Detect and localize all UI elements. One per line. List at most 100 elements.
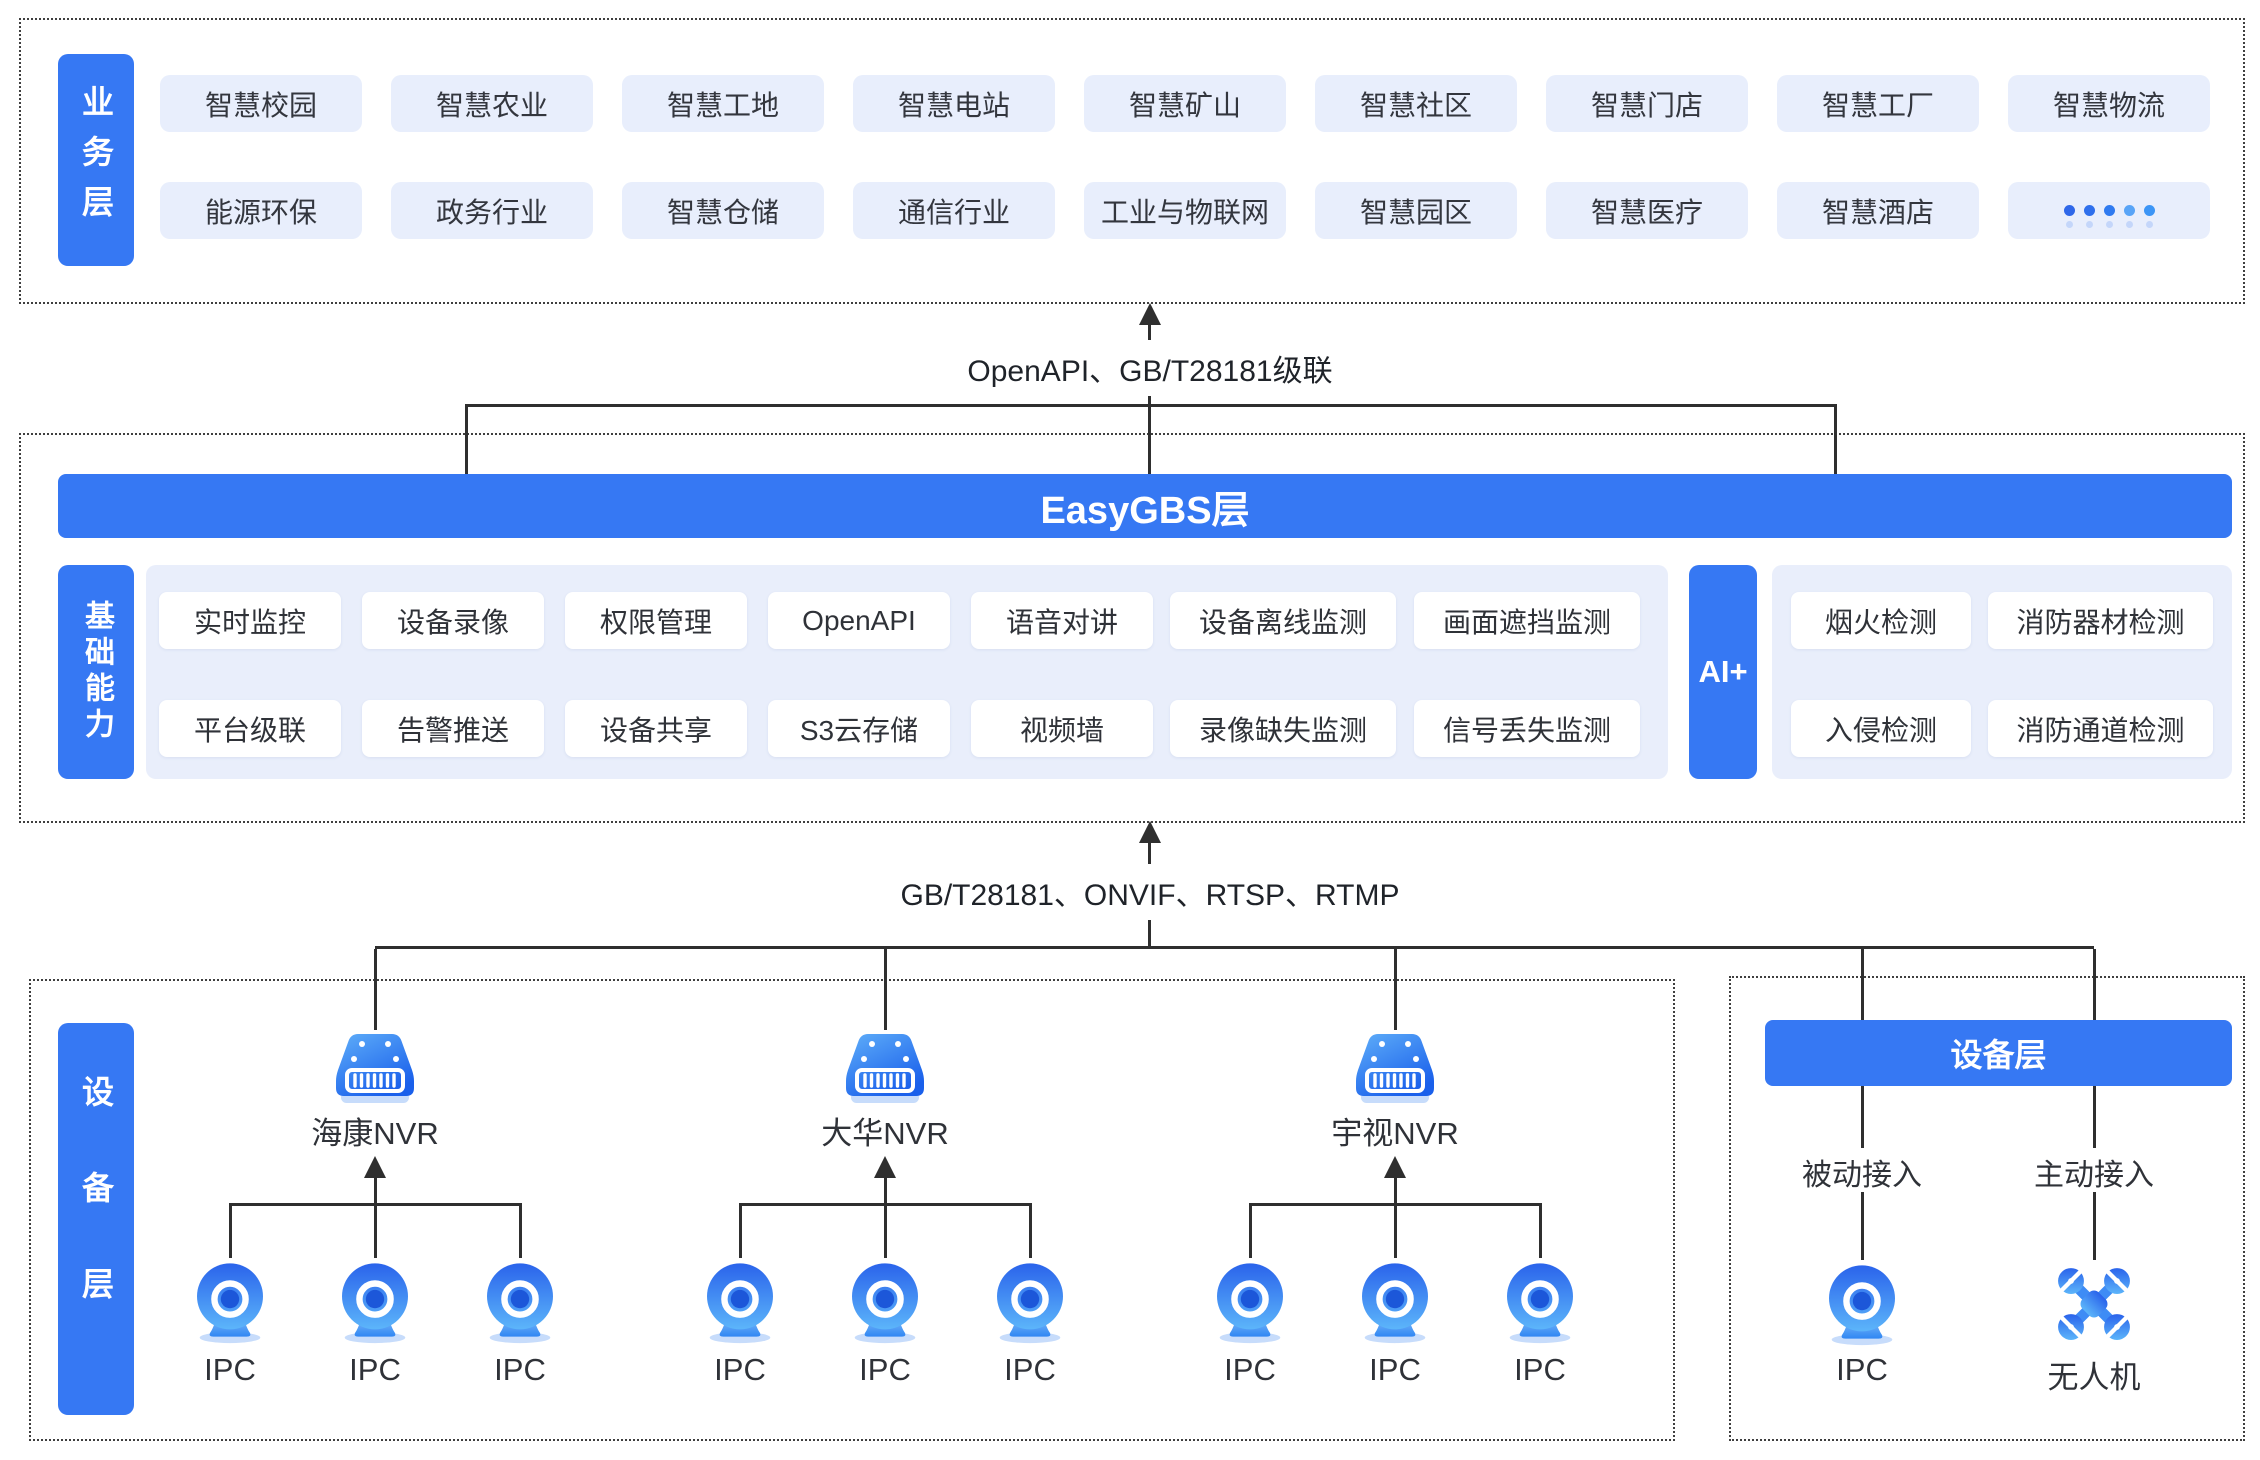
ai-card: 消防通道检测 <box>1988 700 2213 757</box>
easygbs-layer-box <box>19 433 2245 823</box>
business-item: 智慧酒店 <box>1777 182 1979 239</box>
business-item: 智慧工地 <box>622 75 824 132</box>
connector-bottom-label: GB/T28181、ONVIF、RTSP、RTMP <box>880 864 1420 920</box>
capability-card: 平台级联 <box>159 700 341 757</box>
connector-top-bracket-right <box>1834 404 1837 474</box>
arrow-up-to-nvr <box>1384 1156 1406 1178</box>
ipc-label: IPC <box>494 1352 546 1387</box>
ipc-drop-line <box>738 1203 742 1258</box>
capability-sidebar: 基础能力 <box>58 565 134 779</box>
ipc-icon <box>986 1256 1074 1344</box>
business-layer-sidebar: 业务层 <box>58 54 134 266</box>
capability-card: 告警推送 <box>362 700 544 757</box>
device-layer-right-header: 设备层 <box>1765 1020 2232 1086</box>
arrow-up-to-business <box>1139 303 1161 325</box>
ipc-icon <box>1496 1256 1584 1344</box>
arrow-up-to-easygbs <box>1139 821 1161 843</box>
business-item: 通信行业 <box>853 182 1055 239</box>
business-item: 智慧社区 <box>1315 75 1517 132</box>
ipc-label: IPC <box>1514 1352 1566 1387</box>
capability-card: 设备离线监测 <box>1170 592 1396 649</box>
ipc-icon <box>696 1256 784 1344</box>
nvr-label: 大华NVR <box>821 1116 949 1151</box>
ipc-drop-line <box>1538 1203 1542 1258</box>
ipc-icon <box>841 1256 929 1344</box>
business-item: 智慧矿山 <box>1084 75 1286 132</box>
device-layer-right-box <box>1729 976 2245 1441</box>
more-dots-icon <box>2063 205 2155 216</box>
nvr-drop-line <box>373 949 377 1030</box>
ipc-label: IPC <box>714 1352 766 1387</box>
business-item: 智慧校园 <box>160 75 362 132</box>
business-item: 政务行业 <box>391 182 593 239</box>
business-item: 智慧工厂 <box>1777 75 1979 132</box>
ipc-icon <box>1206 1256 1294 1344</box>
ipc-icon <box>476 1256 564 1344</box>
business-item: 工业与物联网 <box>1084 182 1286 239</box>
ipc-group-line <box>1393 1176 1397 1205</box>
ipc-drop-line <box>518 1203 522 1258</box>
connector-top-label: OpenAPI、GB/T28181级联 <box>947 340 1353 396</box>
ipc-drop-line <box>1393 1203 1397 1258</box>
ipc-drop-line <box>883 1203 887 1258</box>
right-drop-line-mid <box>1860 1086 1864 1148</box>
ipc-label: IPC <box>1369 1352 1421 1387</box>
connector-top-bracket <box>467 404 1836 407</box>
ipc-label: IPC <box>1224 1352 1276 1387</box>
ai-card: 入侵检测 <box>1791 700 1971 757</box>
ipc-label: IPC <box>204 1352 256 1387</box>
capability-card: 设备共享 <box>565 700 747 757</box>
ipc-icon <box>1818 1258 1906 1346</box>
business-item: 智慧医疗 <box>1546 182 1748 239</box>
connector-top-line <box>1148 322 1151 474</box>
ipc-label: IPC <box>349 1352 401 1387</box>
ai-plus-sidebar: AI+ <box>1689 565 1757 779</box>
nvr-drop-line <box>883 949 887 1030</box>
capability-card: OpenAPI <box>768 592 950 649</box>
business-item: 智慧园区 <box>1315 182 1517 239</box>
ipc-icon <box>331 1256 419 1344</box>
capability-card: 设备录像 <box>362 592 544 649</box>
arrow-up-to-nvr <box>874 1156 896 1178</box>
business-item: 智慧门店 <box>1546 75 1748 132</box>
capability-card: 语音对讲 <box>971 592 1153 649</box>
ai-card: 消防器材检测 <box>1988 592 2213 649</box>
capability-card: 画面遮挡监测 <box>1414 592 1640 649</box>
business-item: 智慧电站 <box>853 75 1055 132</box>
ipc-drop-line <box>228 1203 232 1258</box>
ipc-drop-line <box>1028 1203 1032 1258</box>
ipc-icon <box>1351 1256 1439 1344</box>
capability-card: 实时监控 <box>159 592 341 649</box>
ipc-icon <box>186 1256 274 1344</box>
ipc-drop-line <box>1248 1203 1252 1258</box>
ipc-label: IPC <box>859 1352 911 1387</box>
nvr-icon <box>837 1028 933 1108</box>
easygbs-bar: EasyGBS层 <box>58 474 2232 538</box>
business-item: 能源环保 <box>160 182 362 239</box>
access-label: 被动接入 <box>1802 1159 1922 1192</box>
access-label: 主动接入 <box>2034 1159 2154 1192</box>
device-layer-sidebar: 设备层 <box>58 1023 134 1415</box>
right-drop-line-bottom <box>1860 1192 1864 1260</box>
ipc-group-line <box>883 1176 887 1205</box>
business-item-more <box>2008 182 2210 239</box>
nvr-drop-line <box>1393 949 1397 1030</box>
device-label: IPC <box>1836 1352 1888 1387</box>
device-label: 无人机 <box>2047 1360 2141 1395</box>
nvr-label: 海康NVR <box>311 1116 439 1151</box>
capability-card: 录像缺失监测 <box>1170 700 1396 757</box>
capability-card: 视频墙 <box>971 700 1153 757</box>
right-drop-line-bottom <box>2092 1192 2096 1260</box>
connector-top-bracket-left <box>465 404 468 474</box>
nvr-icon <box>1347 1028 1443 1108</box>
right-drop-line-mid <box>2092 1086 2096 1148</box>
business-item: 智慧物流 <box>2008 75 2210 132</box>
nvr-label: 宇视NVR <box>1331 1116 1459 1151</box>
business-item: 智慧农业 <box>391 75 593 132</box>
ipc-group-line <box>373 1176 377 1205</box>
ai-card: 烟火检测 <box>1791 592 1971 649</box>
business-item: 智慧仓储 <box>622 182 824 239</box>
device-layer-box <box>29 979 1675 1441</box>
capability-card: 权限管理 <box>565 592 747 649</box>
